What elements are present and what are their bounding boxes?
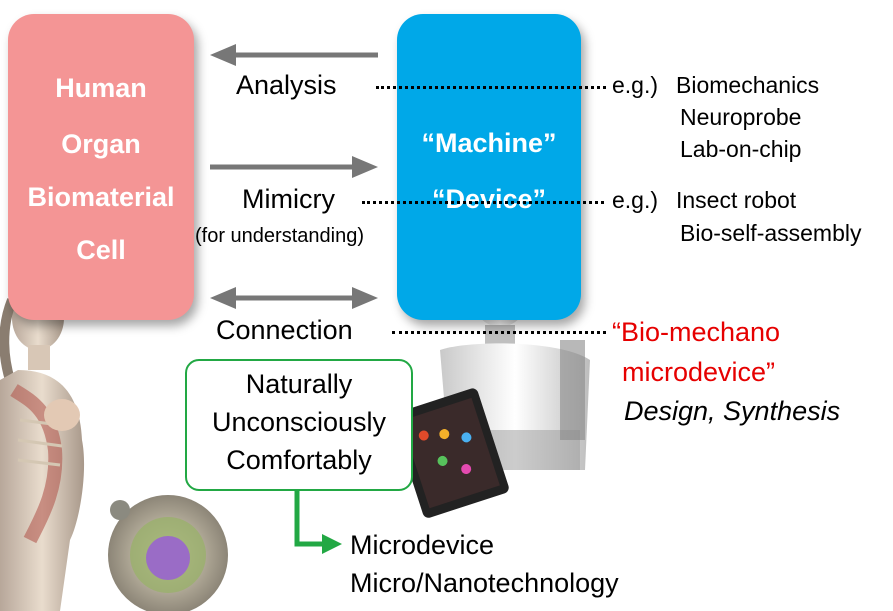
mimicry-eg-prefix: e.g.) [612, 187, 659, 213]
green-outcome-arrow [294, 489, 342, 554]
biomaterial-label: Biomaterial [27, 182, 175, 212]
outcome-microdevice: Microdevice [350, 530, 495, 560]
connection-arrow [210, 287, 378, 309]
mimicry-label: Mimicry [242, 184, 335, 214]
analysis-label: Analysis [236, 70, 337, 100]
mimicry-dotted-line [362, 201, 604, 204]
cell-illustration [108, 495, 228, 611]
human-body-figure [0, 286, 85, 611]
quality-unconsciously: Unconsciously [211, 407, 387, 437]
quality-naturally: Naturally [245, 369, 353, 399]
cell-label: Cell [76, 235, 126, 265]
analysis-dotted-line [376, 86, 606, 89]
quality-comfortably: Comfortably [226, 445, 372, 475]
mimicry-example-1: Insect robot [676, 187, 797, 213]
mimicry-example-2: Bio-self-assembly [680, 220, 862, 246]
machine-device-box: “Machine” “Device” [397, 14, 581, 320]
device-label: “Device” [431, 184, 547, 214]
analysis-example-2: Neuroprobe [680, 104, 802, 130]
analysis-eg-prefix: e.g.) [612, 72, 659, 98]
outcome-nanotechnology: Micro/Nanotechnology [350, 568, 619, 598]
human-organ-box: Human Organ Biomaterial Cell [8, 14, 194, 320]
organ-label: Organ [61, 129, 141, 159]
human-label: Human [55, 73, 147, 103]
mimicry-sublabel: (for understanding) [195, 225, 364, 247]
design-synthesis-label: Design, Synthesis [624, 396, 841, 426]
connection-label: Connection [216, 315, 353, 345]
machine-label: “Machine” [421, 128, 557, 158]
mimicry-arrow [210, 156, 378, 178]
analysis-arrow [210, 44, 378, 66]
bio-mechano-title-line1: “Bio-mechano [612, 317, 781, 347]
analysis-example-1: Biomechanics [676, 72, 820, 98]
qualities-box: Naturally Unconsciously Comfortably [185, 359, 413, 491]
analysis-example-3: Lab-on-chip [680, 136, 802, 162]
bio-mechano-title-line2: microdevice” [622, 357, 776, 387]
connection-dotted-line [392, 331, 606, 334]
